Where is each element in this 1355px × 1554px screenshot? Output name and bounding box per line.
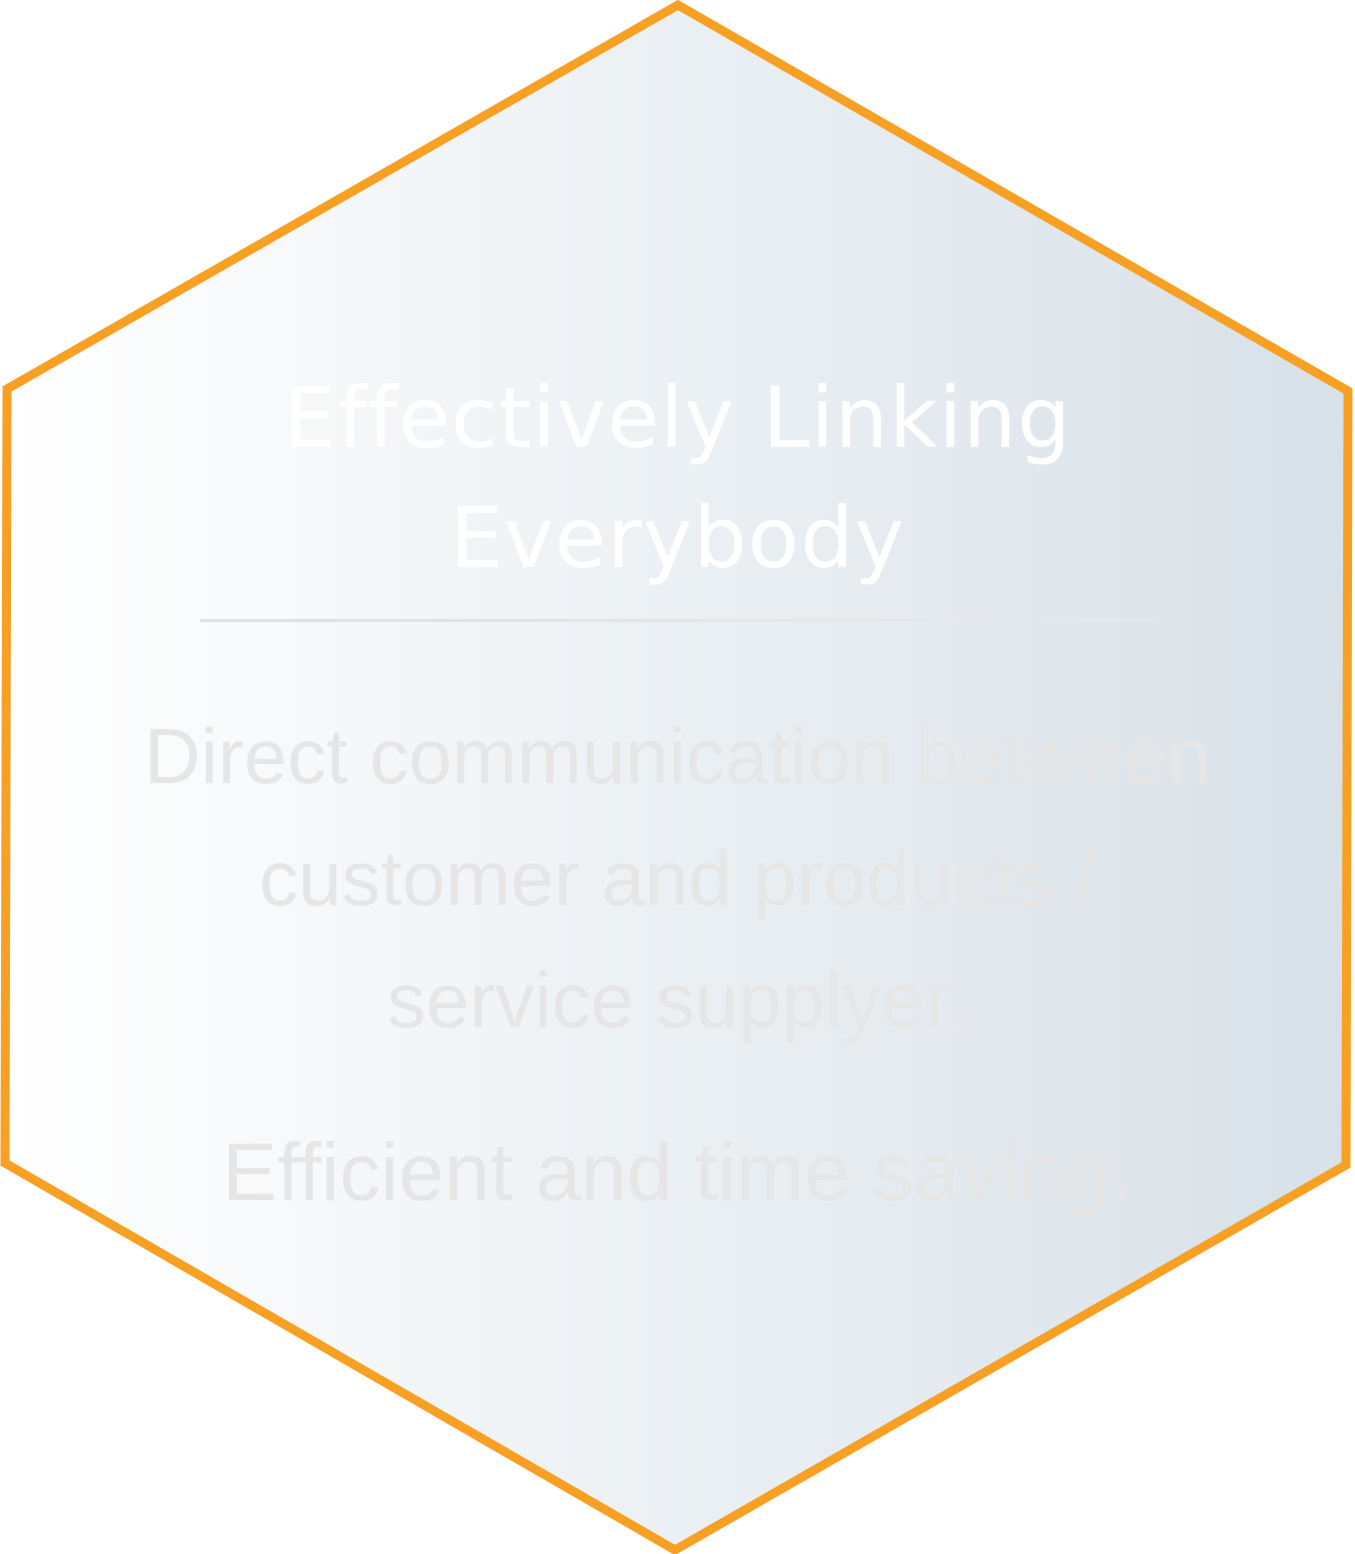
card-title-line-2: Everybody xyxy=(449,489,906,587)
description-line-1: Direct communication between xyxy=(144,712,1211,800)
description-line-3: service supplyer. xyxy=(387,956,968,1044)
card-tagline: Efficient and time saving. xyxy=(222,1127,1133,1218)
card-title-line-1: Effectively Linking xyxy=(283,369,1072,467)
card-description: Direct communication between customer an… xyxy=(70,695,1285,1061)
description-line-2: customer and products / xyxy=(259,834,1096,922)
title-divider xyxy=(200,619,1156,622)
card-title: Effectively Linking Everybody xyxy=(160,358,1195,598)
